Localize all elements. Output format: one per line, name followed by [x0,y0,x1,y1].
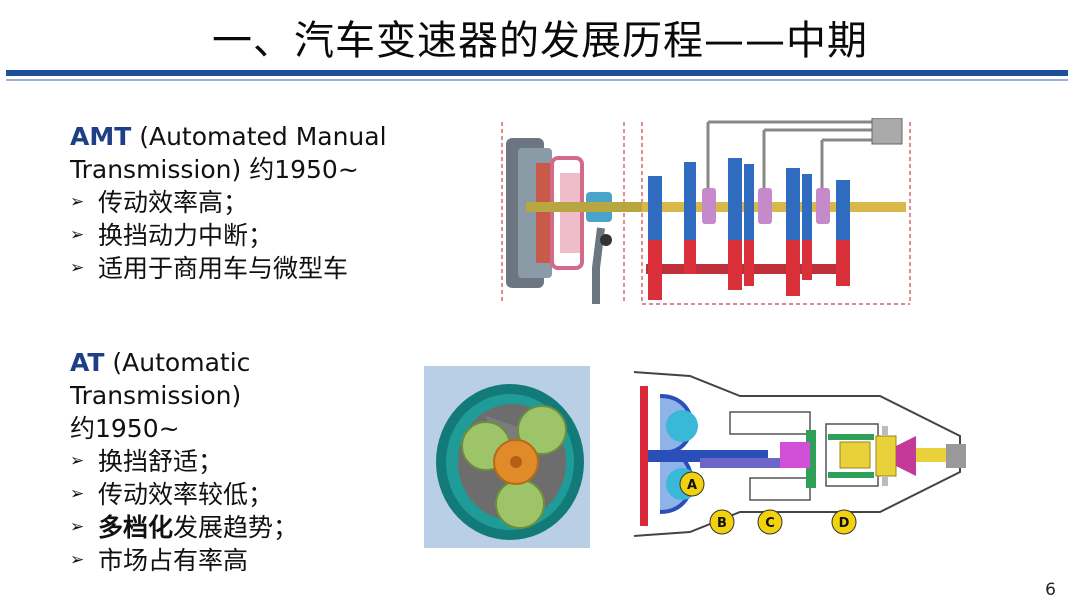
slide-title: 一、汽车变速器的发展历程——中期 [212,18,868,64]
list-item: ➢ 市场占有率高 [70,544,400,577]
diagram-label-d: D [839,516,850,531]
list-item: ➢ 换挡舒适； [70,445,400,478]
amt-gearbox-diagram [496,118,914,308]
bullet-text: 适用于商用车与微型车 [98,254,349,283]
page-number: 6 [1045,580,1056,600]
at-section: AT (Automatic Transmission) 约1950~ ➢ 换挡舒适… [70,346,400,577]
bullet-text: 换挡动力中断； [98,221,274,250]
list-item: ➢ 适用于商用车与微型车 [70,252,450,285]
bullet-bold-text: 多档化 [98,513,174,542]
title-divider [6,70,1068,76]
diagram-label-b: B [717,516,727,531]
at-abbr: AT [70,348,105,377]
diagram-label-c: C [765,516,775,531]
arrow-bullet-icon: ➢ [70,258,85,278]
arrow-bullet-icon: ➢ [70,484,85,504]
arrow-bullet-icon: ➢ [70,192,85,212]
list-item: ➢ 换挡动力中断； [70,219,450,252]
bullet-text: 发展趋势； [173,513,299,542]
at-year: 约1950~ [70,414,180,443]
at-full-name: (Automatic [104,348,251,377]
bullet-text: 市场占有率高 [98,546,249,575]
bullet-text: 传动效率高； [98,188,249,217]
list-item: ➢ 传动效率高； [70,186,450,219]
amt-full-name: (Automated Manual [131,122,387,151]
diagram-label-a: A [687,478,697,493]
amt-full-name-cont: Transmission) 约1950~ [70,155,359,184]
arrow-bullet-icon: ➢ [70,225,85,245]
at-transmission-diagram: A B C D [630,366,1000,542]
planetary-gear-image [424,366,590,548]
bullet-text: 传动效率较低； [98,480,274,509]
amt-section: AMT (Automated Manual Transmission) 约195… [70,120,450,285]
list-item: ➢ 传动效率较低； [70,478,400,511]
list-item: ➢ 多档化发展趋势； [70,511,400,544]
bullet-text: 换挡舒适； [98,447,224,476]
arrow-bullet-icon: ➢ [70,517,85,537]
amt-heading: AMT (Automated Manual [70,120,450,153]
title-divider-thin [6,79,1068,81]
arrow-bullet-icon: ➢ [70,451,85,471]
at-full-name-cont: Transmission) [70,381,242,410]
arrow-bullet-icon: ➢ [70,550,85,570]
amt-abbr: AMT [70,122,132,151]
at-heading: AT (Automatic [70,346,400,379]
